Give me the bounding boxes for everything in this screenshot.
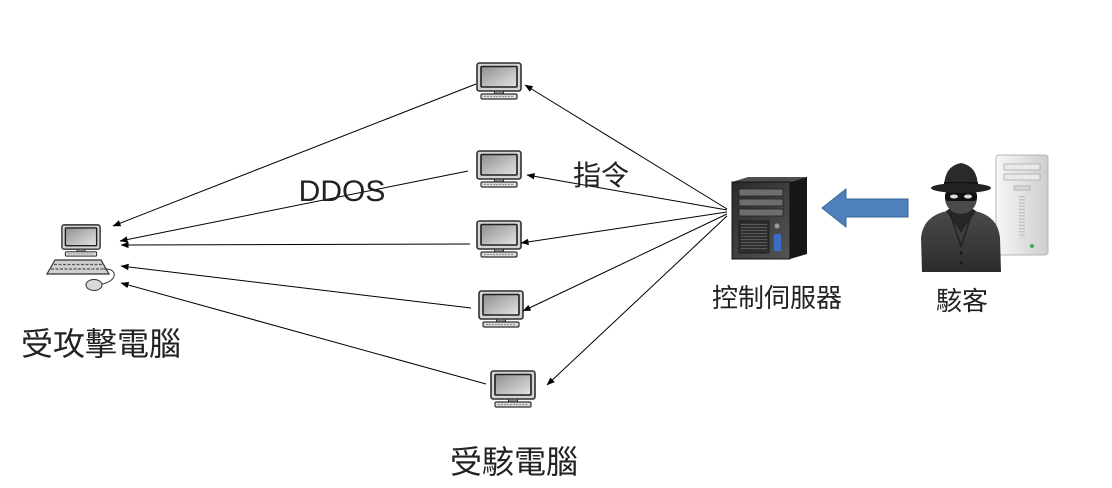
ddos-label: DDOS bbox=[299, 175, 386, 208]
hacker-coat-button bbox=[959, 251, 963, 255]
monitor-icon bbox=[490, 370, 536, 408]
server-drive-bay bbox=[738, 208, 784, 217]
command-arrow bbox=[522, 213, 728, 312]
pc-floppy-slot bbox=[1013, 185, 1031, 191]
command-label: 指令 bbox=[573, 160, 629, 191]
attack-arrow bbox=[120, 281, 487, 385]
attack-arrow bbox=[120, 241, 471, 249]
pc-drive-bay bbox=[1003, 163, 1041, 171]
server-top bbox=[732, 177, 807, 182]
mouse-cable bbox=[101, 268, 115, 285]
pc-drive-bay bbox=[1003, 173, 1041, 181]
command-arrows bbox=[520, 84, 728, 386]
desktop-computer-icon bbox=[45, 224, 115, 291]
monitor-icon bbox=[476, 220, 522, 258]
victim-label: 受攻擊電腦 bbox=[21, 326, 181, 362]
command-arrow bbox=[526, 173, 728, 211]
monitor-icon bbox=[478, 290, 524, 328]
command-arrow bbox=[520, 211, 728, 246]
command-arrow bbox=[546, 215, 728, 386]
attack-arrow bbox=[120, 263, 472, 309]
hacker-hat-brim bbox=[931, 183, 991, 193]
monitor-icon bbox=[61, 224, 101, 257]
mouse-icon bbox=[85, 279, 103, 291]
server-side bbox=[790, 177, 807, 259]
server-tower-icon bbox=[731, 177, 807, 260]
pc-tower-icon bbox=[995, 154, 1049, 256]
server-status-light bbox=[774, 234, 781, 251]
attack-arrow bbox=[112, 83, 477, 227]
server-drive-bay bbox=[738, 188, 784, 197]
hacker-eye bbox=[950, 194, 958, 199]
monitor-icon bbox=[476, 62, 522, 100]
hacker-group bbox=[921, 154, 1049, 272]
hacker-eye bbox=[964, 194, 972, 199]
attack-arrow bbox=[119, 170, 469, 243]
victim-computer bbox=[45, 224, 115, 291]
pc-power-light bbox=[1030, 244, 1034, 248]
control-server-label: 控制伺服器 bbox=[712, 283, 842, 313]
hacker-collar bbox=[946, 207, 976, 233]
command-arrow bbox=[524, 84, 728, 210]
hacker-icon bbox=[921, 163, 1001, 272]
attack-arrows bbox=[112, 83, 487, 385]
keyboard-icon bbox=[45, 259, 111, 275]
hacker-lapels bbox=[949, 213, 973, 248]
monitor-icon bbox=[476, 150, 522, 188]
zombie-computers bbox=[476, 62, 536, 408]
hacker-label: 駭客 bbox=[936, 286, 988, 316]
zombies-label: 受駭電腦 bbox=[450, 444, 578, 480]
server-power-button bbox=[774, 223, 780, 229]
hacker-coat-button bbox=[959, 261, 963, 265]
hacker-coat bbox=[921, 211, 1001, 272]
hacker-hat-crown bbox=[944, 163, 978, 188]
arrow-left-icon bbox=[821, 187, 909, 229]
server-drive-bay bbox=[738, 198, 784, 207]
hacker-mask bbox=[945, 192, 977, 201]
